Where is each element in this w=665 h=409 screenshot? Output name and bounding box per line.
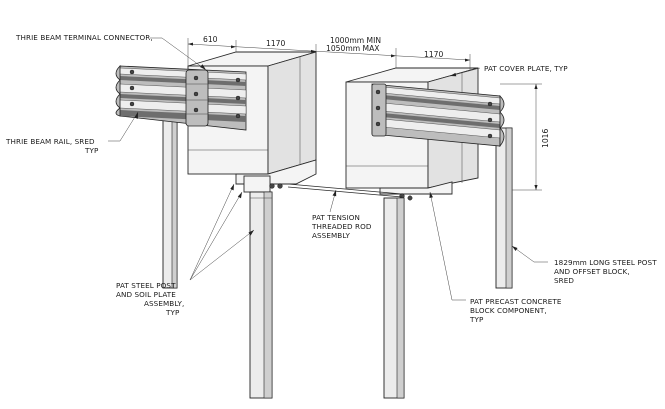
- label-precast-line3: TYP: [469, 315, 484, 324]
- label-steel-post-line1: PAT STEEL POST: [116, 281, 176, 290]
- dim-1170-right: 1170: [424, 50, 443, 59]
- right-front-steel-post: [383, 197, 405, 399]
- label-tension-line1: PAT TENSION: [312, 213, 360, 222]
- right-long-steel-post: [495, 127, 513, 289]
- dim-gap-min: 1000mm MIN: [330, 36, 381, 45]
- left-front-steel-post: [249, 191, 273, 399]
- right-thrie-beam-rail: [371, 83, 505, 148]
- dim-610: 610: [203, 35, 218, 44]
- label-long-post-line3: SRED: [554, 276, 574, 285]
- height-dimension: [500, 83, 542, 191]
- label-tension-line3: ASSEMBLY: [312, 231, 350, 240]
- label-tension-line2: THREADED ROD: [311, 222, 372, 231]
- left-rear-steel-post: [162, 109, 178, 289]
- dim-gap-max: 1050mm MAX: [326, 44, 379, 53]
- label-steel-post-line2: AND SOIL PLATE: [116, 290, 176, 299]
- left-thrie-beam-rail: [115, 65, 247, 131]
- label-steel-post-line4: TYP: [165, 308, 180, 317]
- label-precast-line1: PAT PRECAST CONCRETE: [470, 297, 562, 306]
- dim-height: 1016: [541, 129, 550, 148]
- top-dimensions: [187, 38, 471, 70]
- dim-1170-left: 1170: [266, 39, 285, 48]
- label-precast-line2: BLOCK COMPONENT,: [470, 306, 547, 315]
- label-steel-post-line3: ASSEMBLY,: [144, 299, 184, 308]
- leader-lines: [108, 37, 548, 301]
- label-thrie-rail-line2: TYP: [84, 146, 99, 155]
- label-thrie-rail-line1: THRIE BEAM RAIL, SRED: [5, 137, 95, 146]
- label-thrie-connector: THRIE BEAM TERMINAL CONNECTOR,: [15, 33, 153, 42]
- label-long-post-line1: 1829mm LONG STEEL POST: [554, 258, 657, 267]
- tension-threaded-rod: [287, 183, 403, 198]
- label-long-post-line2: AND OFFSET BLOCK,: [554, 267, 630, 276]
- label-cover-plate: PAT COVER PLATE, TYP: [484, 64, 568, 73]
